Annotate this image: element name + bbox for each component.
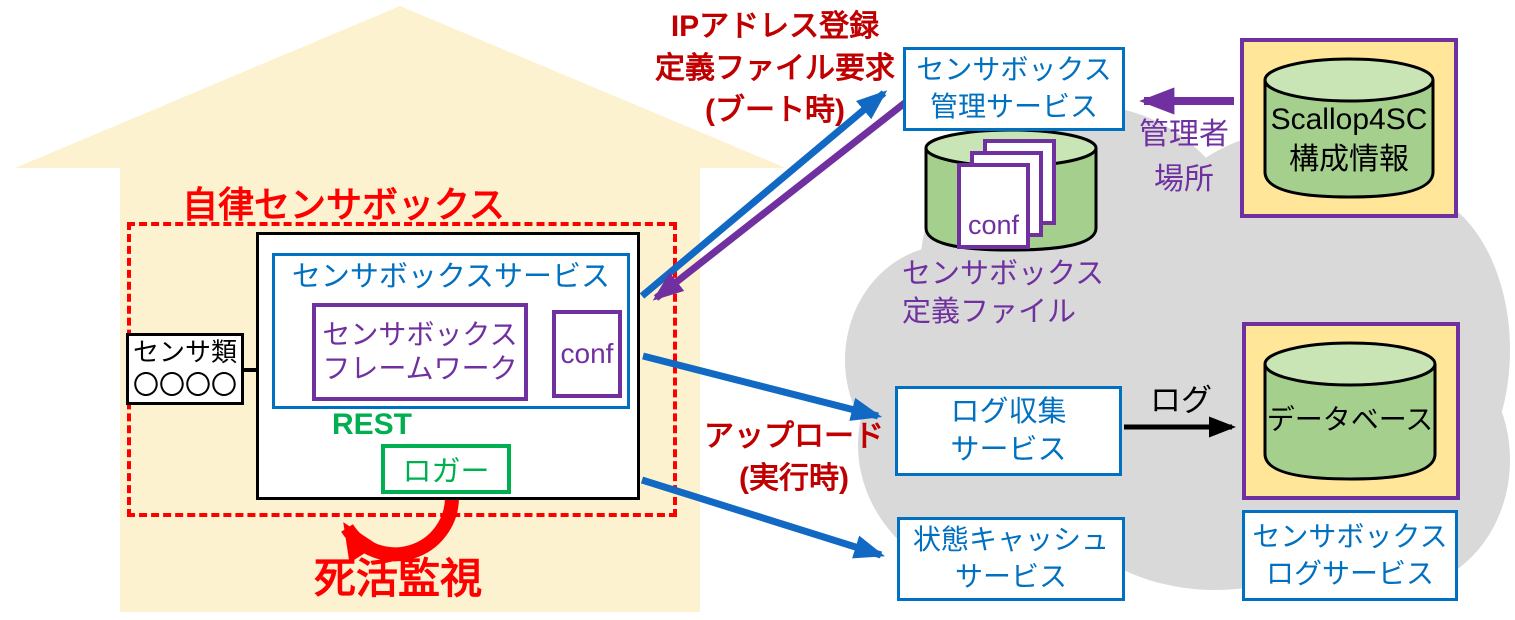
scallop4sc-cylinder-icon: [1263, 57, 1435, 199]
conf-label-house: conf: [560, 338, 614, 370]
conf-document-label: conf: [967, 210, 1020, 240]
boot-line3: (ブート時): [705, 94, 845, 127]
sensors-label-line2: 〇〇〇〇: [132, 370, 237, 400]
rest-label: REST: [332, 408, 413, 441]
log-service-line1: センサボックス: [1252, 520, 1448, 552]
upload-line2: (実行時): [739, 462, 849, 495]
log-service-line2: ログサービス: [1265, 557, 1434, 589]
framework-box: センサボックス フレームワーク: [312, 303, 528, 401]
log-collection-line1: ログ収集: [950, 395, 1067, 428]
database-label: データベース: [1262, 380, 1438, 460]
admin-line2: 場所: [1154, 163, 1214, 196]
management-service-box: センサボックス 管理サービス: [903, 47, 1125, 131]
management-label-line2: 管理サービス: [929, 91, 1098, 122]
log-collection-service-box: ログ収集 サービス: [895, 386, 1122, 476]
upload-line1: アップロード: [704, 420, 884, 453]
state-cache-service-box: 状態キャッシュ サービス: [897, 517, 1125, 601]
admin-annotation: 管理者 場所: [1126, 112, 1242, 202]
management-label-line1: センサボックス: [916, 54, 1112, 86]
state-cache-line1: 状態キャッシュ: [912, 524, 1109, 556]
admin-line1: 管理者: [1139, 118, 1229, 151]
log-service-box: センサボックス ログサービス: [1242, 510, 1458, 601]
definition-file-line1: センサボックス: [902, 258, 1105, 290]
boot-line1: IPアドレス登録: [670, 10, 880, 43]
sensors-connector-line: [241, 368, 257, 372]
boot-annotation: IPアドレス登録 定義ファイル要求 (ブート時): [628, 6, 922, 132]
boot-line2: 定義ファイル要求: [655, 52, 895, 85]
database-label-text: データベース: [1266, 404, 1434, 436]
monitoring-label: 死活監視: [314, 555, 483, 602]
house-roof-shape: [15, 6, 786, 168]
scallop4sc-line2: 構成情報: [1289, 143, 1409, 176]
sensor-box-service-label: センサボックスサービス: [291, 261, 611, 293]
scallop4sc-label: Scallop4SC 構成情報: [1262, 90, 1436, 190]
framework-label-line1: センサボックス: [322, 319, 518, 351]
framework-label-line2: フレームワーク: [322, 353, 518, 384]
house-title: 自律センサボックス: [182, 184, 505, 225]
logger-label: ロガー: [402, 456, 490, 488]
scallop4sc-line1: Scallop4SC: [1270, 102, 1428, 136]
state-cache-line2: サービス: [954, 561, 1067, 592]
database-cylinder-icon: [1263, 341, 1437, 481]
conf-box-house: conf: [552, 310, 622, 398]
upload-annotation: アップロード (実行時): [698, 416, 890, 500]
log-arrow-label: ログ: [1150, 383, 1212, 418]
definition-file-label: センサボックス 定義ファイル: [902, 256, 1104, 331]
conf-document-front-icon: conf: [957, 163, 1030, 249]
log-collection-line2: サービス: [950, 434, 1067, 466]
definition-file-line2: 定義ファイル: [902, 295, 1077, 328]
sensors-box: センサ類 〇〇〇〇: [126, 333, 244, 405]
logger-box: ロガー: [381, 444, 511, 494]
sensors-label-line1: センサ類: [132, 336, 237, 367]
